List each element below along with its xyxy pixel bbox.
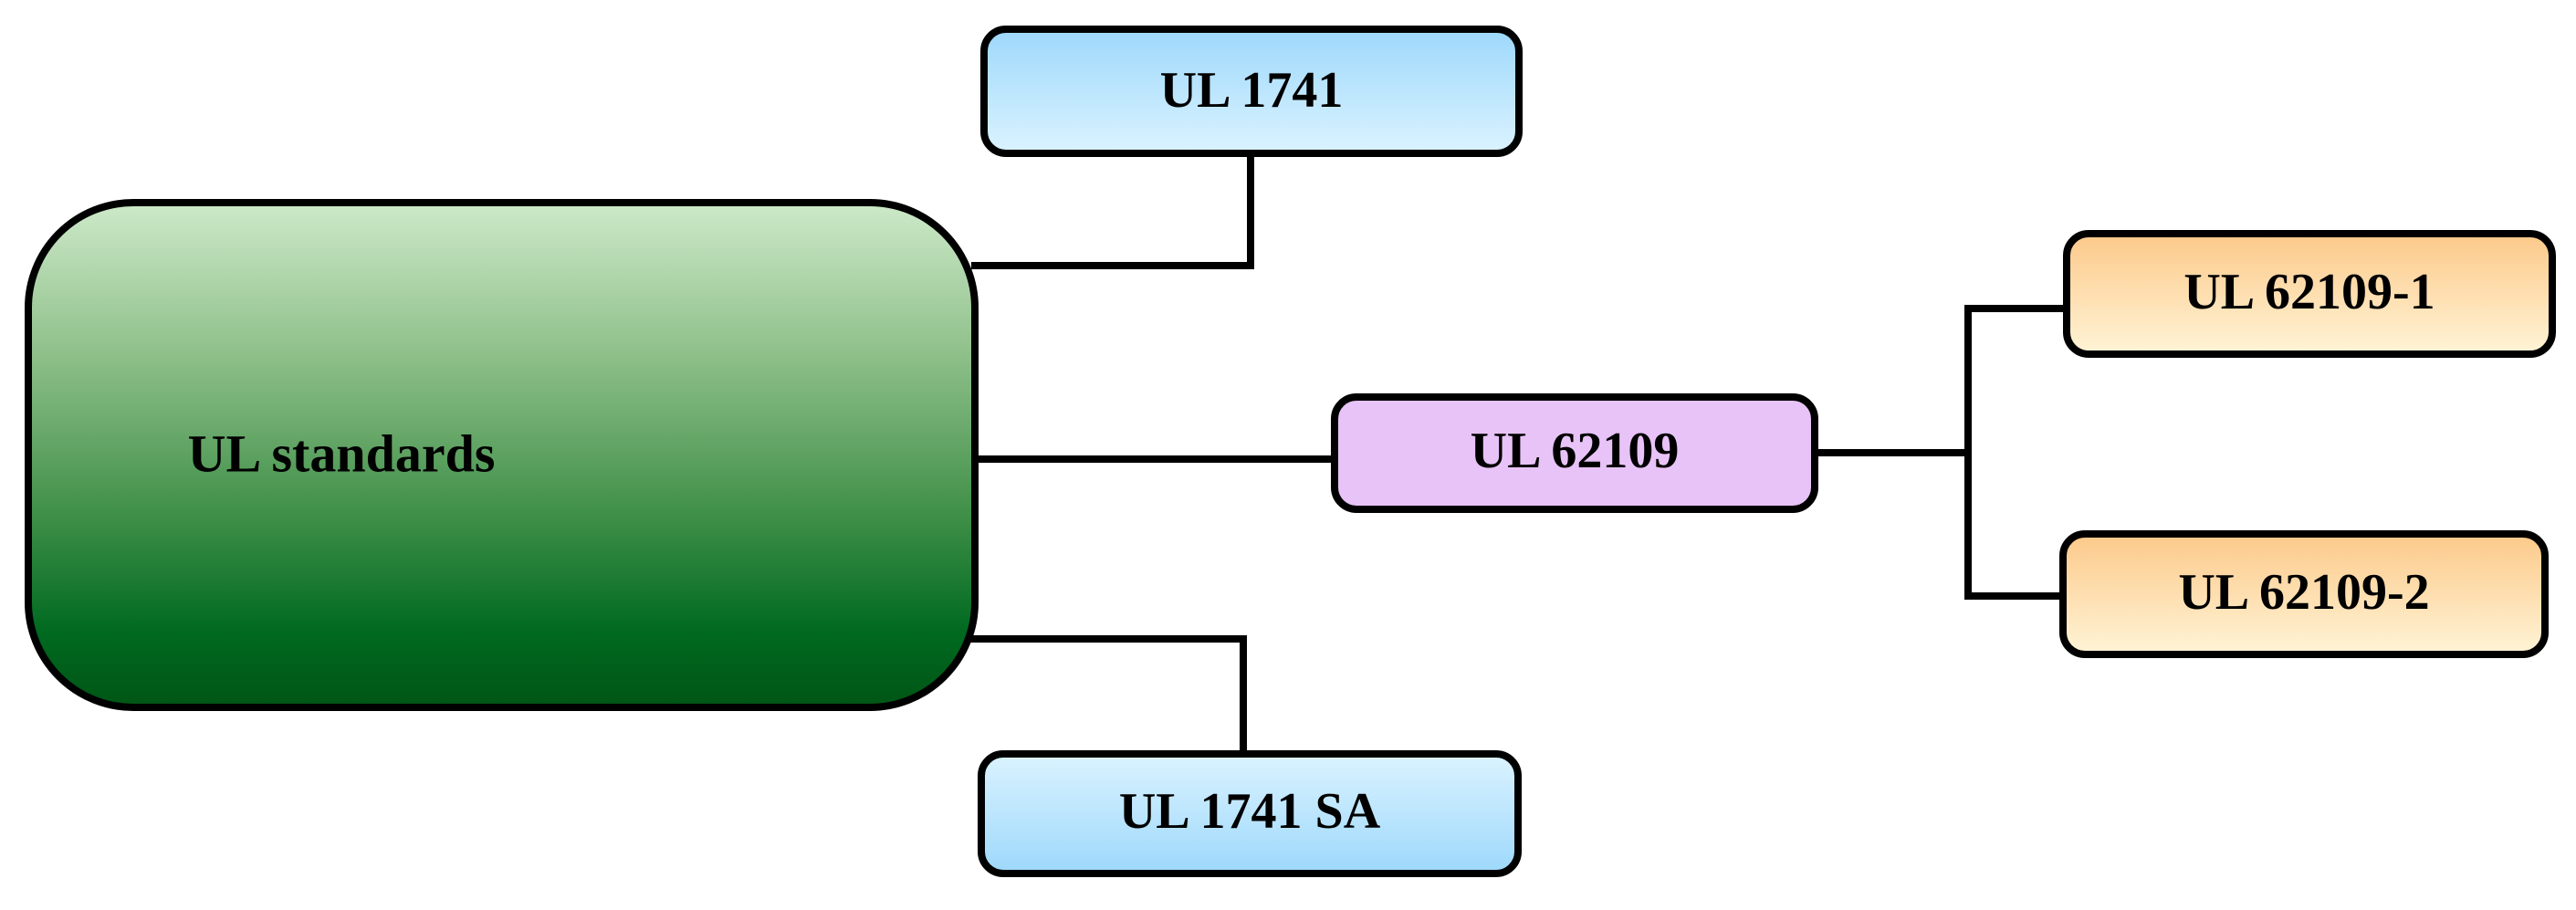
node-ul62109-label: UL 62109 — [1471, 423, 1680, 479]
node-ul62109-2-label: UL 62109-2 — [2178, 564, 2429, 621]
node-ul62109: UL 62109 — [1331, 393, 1818, 513]
connector-root-to-ul1741 — [971, 152, 1254, 269]
node-ul1741sa-box — [978, 750, 1522, 877]
node-ul1741sa-label: UL 1741 SA — [1119, 783, 1381, 840]
node-root-box — [25, 199, 979, 711]
node-ul62109-box — [1331, 393, 1818, 513]
connector-root-to-ul1741sa — [966, 635, 1247, 758]
node-ul62109-2-box — [2059, 530, 2549, 658]
node-ul62109-1-label: UL 62109-1 — [2183, 264, 2435, 320]
node-ul1741: UL 1741 — [980, 26, 1523, 157]
node-root: UL standards — [25, 199, 979, 711]
connector-branch-to-ul62109-1 — [1964, 305, 2070, 600]
node-ul62109-2: UL 62109-2 — [2059, 530, 2549, 658]
node-root-label: UL standards — [188, 424, 496, 483]
node-ul1741-label: UL 1741 — [1160, 62, 1344, 119]
node-ul62109-1: UL 62109-1 — [2063, 230, 2556, 358]
node-ul62109-1-box — [2063, 230, 2556, 358]
node-ul1741sa: UL 1741 SA — [978, 750, 1522, 877]
connectors — [966, 152, 2070, 758]
node-ul1741-box — [980, 26, 1523, 157]
